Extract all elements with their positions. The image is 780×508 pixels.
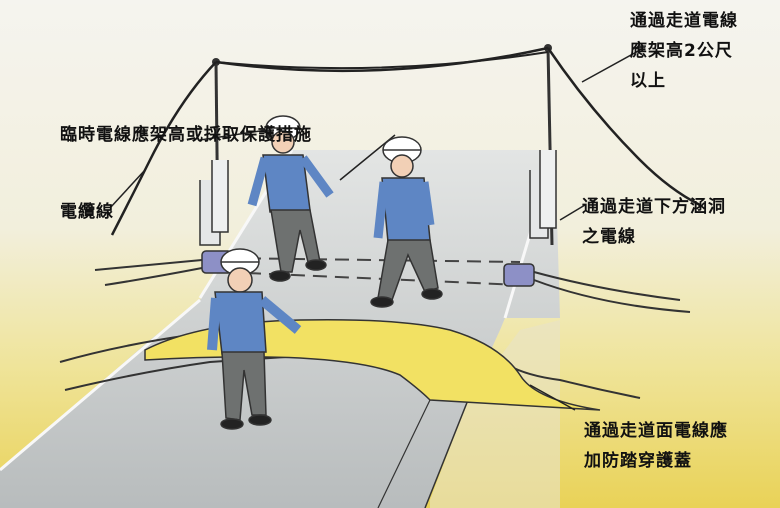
label-culvert-wire: 通過走道下方涵洞 之電線 <box>582 192 726 252</box>
label-temporary-wire: 臨時電線應架高或採取保護措施 <box>60 125 312 145</box>
label-culvert-line2: 之電線 <box>582 227 636 247</box>
label-overhead-wire: 通過走道電線 應架高2公尺 以上 <box>630 6 738 96</box>
culvert-entry-right <box>503 263 535 287</box>
label-overhead-line3: 以上 <box>630 71 666 91</box>
worker-figure <box>207 248 302 430</box>
worker-figure <box>247 115 334 282</box>
label-surface-wire: 通過走道面電線應 加防踏穿護蓋 <box>584 416 728 476</box>
worker-figure <box>370 136 443 308</box>
label-surface-line1: 通過走道面電線應 <box>584 421 728 441</box>
utility-poles <box>110 44 701 246</box>
label-surface-line2: 加防踏穿護蓋 <box>584 451 692 471</box>
label-overhead-line1: 通過走道電線 <box>630 11 738 31</box>
label-overhead-line2: 應架高2公尺 <box>630 41 733 61</box>
label-culvert-line1: 通過走道下方涵洞 <box>582 197 726 217</box>
label-cable: 電纜線 <box>60 202 114 222</box>
